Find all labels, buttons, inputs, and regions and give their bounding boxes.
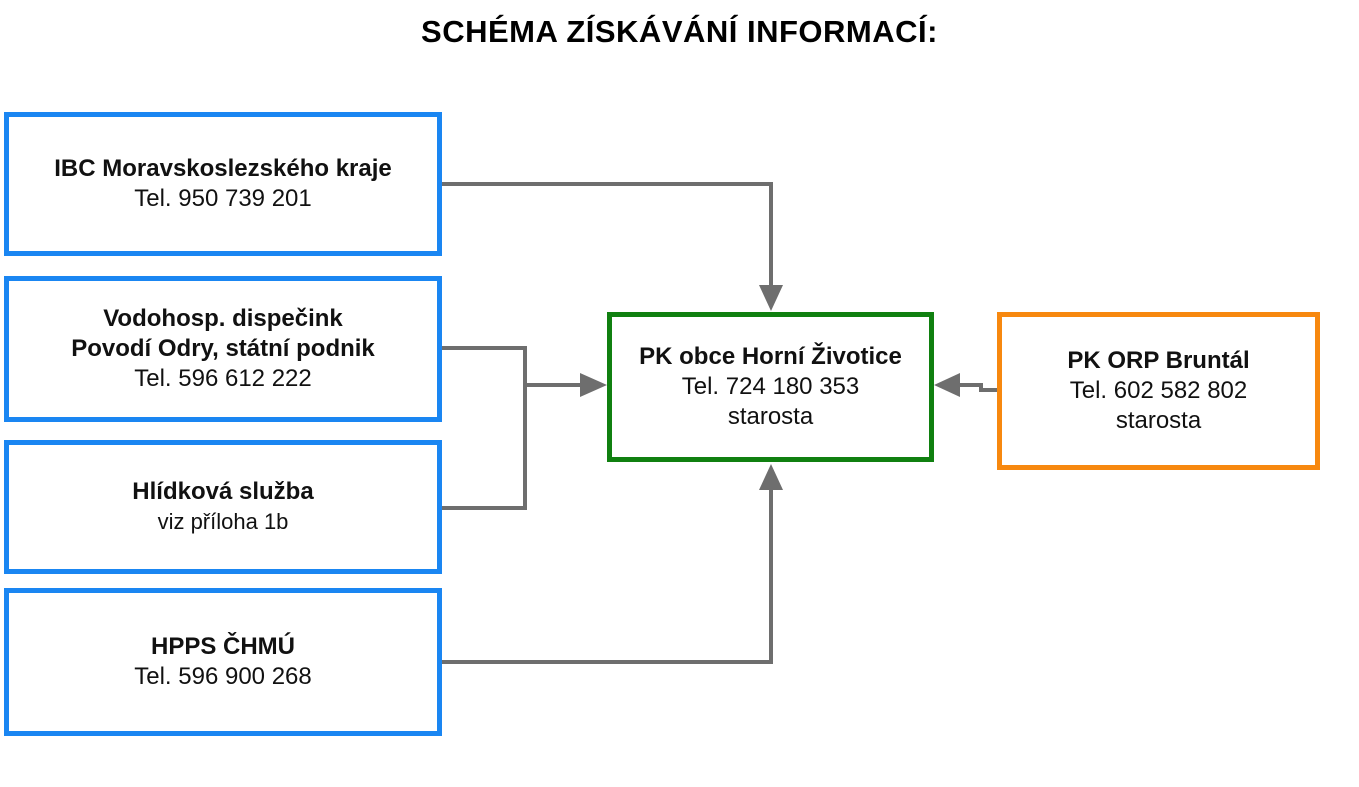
node-ibc-name: IBC Moravskoslezského kraje — [54, 155, 392, 182]
node-ibc-moravskoslezskeho-kraje: IBC Moravskoslezského kraje Tel. 950 739… — [4, 112, 442, 256]
node-vodo-name-line2: Povodí Odry, státní podnik — [71, 335, 375, 362]
node-pk-orp-phone: Tel. 602 582 802 — [1069, 377, 1248, 404]
node-hpps-chmu: HPPS ČHMÚ Tel. 596 900 268 — [4, 588, 442, 736]
arrowhead-bottom — [759, 464, 783, 490]
connector-vodo-branch — [442, 346, 527, 510]
arrowhead-top — [759, 285, 783, 311]
node-hpps-phone: Tel. 596 900 268 — [134, 663, 312, 690]
arrowhead-left — [580, 373, 607, 397]
node-pk-orp-bruntal: PK ORP Bruntál Tel. 602 582 802 starosta — [997, 312, 1320, 470]
node-ibc-phone: Tel. 950 739 201 — [134, 185, 312, 212]
connector-orp-to-pk — [958, 383, 997, 392]
connector-ibc-to-pk — [442, 182, 773, 288]
node-pk-obce-name: PK obce Horní Životice — [639, 343, 902, 370]
node-hpps-name: HPPS ČHMÚ — [150, 633, 295, 660]
diagram-title: SCHÉMA ZÍSKÁVÁNÍ INFORMACÍ: — [421, 14, 938, 49]
connector-hpps-to-pk — [442, 488, 773, 664]
node-pk-obce-phone: Tel. 724 180 353 — [681, 373, 860, 400]
node-pk-obce-role: starosta — [727, 403, 814, 430]
node-vodo-name-line1: Vodohosp. dispečink — [103, 305, 343, 332]
node-pk-obce-horni-zivotice: PK obce Horní Životice Tel. 724 180 353 … — [607, 312, 934, 462]
node-pk-orp-role: starosta — [1115, 407, 1202, 434]
node-hlidkova-name: Hlídková služba — [132, 478, 314, 505]
node-vodo-phone: Tel. 596 612 222 — [134, 365, 312, 392]
node-pk-orp-name: PK ORP Bruntál — [1067, 347, 1250, 374]
node-vodohosp-dispecink: Vodohosp. dispečink Povodí Odry, státní … — [4, 276, 442, 422]
node-hlidkova-note: viz příloha 1b — [157, 509, 289, 534]
arrowhead-right — [934, 373, 960, 397]
node-hlidkova-sluzba: Hlídková služba viz příloha 1b — [4, 440, 442, 574]
